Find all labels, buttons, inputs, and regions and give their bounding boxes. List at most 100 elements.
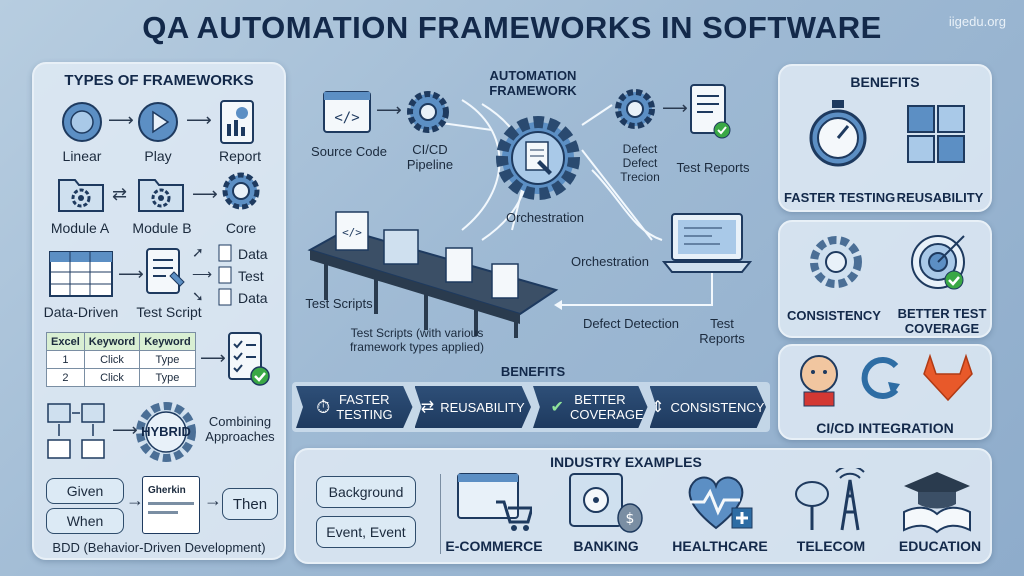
benefit-pill-reusability: ⇄ REUSABILITY — [414, 386, 531, 428]
module-b-folder-icon — [138, 179, 184, 212]
consistency-gear-icon — [810, 236, 862, 288]
spreadsheet-icon — [49, 251, 113, 297]
arrow-icon: → — [204, 490, 222, 510]
telecom-tower-icon — [795, 468, 865, 531]
industry-label-healthcare: HEALTHCARE — [672, 538, 768, 554]
stopwatch-icon — [809, 100, 867, 167]
test-doc-icon — [218, 266, 232, 284]
table-header-cell: Keyword — [83, 332, 141, 351]
data-driven-label: Data-Driven — [43, 304, 119, 320]
pill-label: BETTER COVERAGE — [569, 392, 644, 422]
target-icon — [911, 235, 965, 290]
arrow-icon: ⟶ — [376, 100, 402, 120]
graduation-book-icon — [903, 472, 971, 534]
arrow-icon: ⟶ — [200, 348, 226, 368]
reusability-label: REUSABILITY — [896, 190, 984, 205]
industry-panel: INDUSTRY EXAMPLES Background Event, Even… — [294, 448, 992, 564]
test-reports-bottom-label: Test Reports — [699, 316, 745, 346]
play-icon — [138, 102, 178, 142]
defect-gear-icon — [615, 89, 655, 129]
industry-label-ecommerce: E-COMMERCE — [445, 538, 543, 554]
when-step: When — [46, 508, 124, 534]
hybrid-modules-icon — [47, 403, 105, 459]
benefits-bar: ⏱ FASTER TESTING ⇄ REUSABILITY ✔ BETTER … — [292, 382, 770, 432]
core-label: Core — [225, 220, 257, 236]
brand-label: iigedu.org — [948, 14, 1006, 29]
benefit-pill-consistency: ⇕ CONSISTENCY — [649, 386, 767, 428]
module-a-folder-icon — [58, 179, 104, 212]
gherkin-lines — [148, 502, 194, 505]
given-step: Given — [46, 478, 124, 504]
table-cell: 1 — [46, 350, 85, 369]
framework-title: AUTOMATION FRAMEWORK — [489, 68, 577, 98]
event-step: Event, Event — [316, 516, 416, 548]
better-coverage-label: BETTER TEST COVERAGE — [897, 306, 987, 336]
faster-testing-label: FASTER TESTING — [784, 190, 896, 205]
cicd-integration-label: CI/CD INTEGRATION — [816, 420, 954, 436]
core-gear-icon — [222, 172, 260, 210]
bdd-label: BDD (Behavior-Driven Development) — [52, 540, 266, 555]
table-cell: Type — [139, 350, 196, 369]
consistency-label: CONSISTENCY — [787, 308, 881, 323]
checklist-icon — [228, 332, 270, 386]
svg-text:</>: </> — [334, 110, 359, 126]
keyword-table: Excel Keyword Keyword 1 Click Type 2 Cli… — [46, 332, 196, 387]
cicd-pipeline-label: CI/CD Pipeline — [406, 142, 454, 172]
bank-safe-icon: $ — [569, 473, 643, 533]
stopwatch-icon: ⏱ — [316, 396, 331, 417]
jenkins-icon — [800, 355, 838, 407]
vertical-arrows-icon: ⇕ — [651, 399, 665, 416]
pill-label: FASTER TESTING — [336, 392, 393, 422]
linear-label: Linear — [62, 148, 102, 164]
cicd-loop-icon — [861, 357, 900, 399]
center-benefits-title: BENEFITS — [500, 364, 566, 379]
industry-label-education: EDUCATION — [898, 538, 982, 554]
data-doc-icon — [218, 288, 232, 306]
data-doc-icon — [218, 244, 232, 262]
arrow-icon: ⟶ — [662, 98, 688, 118]
test-label: Test — [238, 268, 264, 284]
combining-label: Combining Approaches — [205, 414, 275, 444]
types-panel: TYPES OF FRAMEWORKS ⟶ ⟶ Linear Play Repo… — [32, 62, 286, 560]
test-script-label: Test Script — [136, 304, 202, 320]
source-code-label: Source Code — [311, 144, 387, 159]
defect-tag-label: Defect Defect Trecion — [620, 142, 660, 184]
benefits-panel: BENEFITS FASTER TESTING REUSABILITY — [778, 64, 992, 212]
arrow-icon: ⟶ — [192, 184, 218, 204]
benefit-pill-faster: ⏱ FASTER TESTING — [296, 386, 413, 428]
test-scripts-label: Test Scripts — [305, 296, 373, 311]
ecommerce-cart-icon — [457, 473, 532, 531]
arrow-icon: ➘ — [192, 288, 204, 304]
play-label: Play — [144, 148, 172, 164]
defect-detection-label: Defect Detection — [582, 316, 680, 331]
table-cell: Click — [83, 350, 141, 369]
hybrid-label: HYBRID — [141, 424, 191, 439]
test-reports-doc-icon — [690, 84, 731, 139]
divider — [440, 474, 441, 554]
then-step: Then — [222, 488, 278, 520]
industry-title: INDUSTRY EXAMPLES — [550, 454, 702, 470]
table-row: 2 Click Type — [46, 368, 196, 387]
laptop-dashboard-icon — [662, 213, 752, 273]
arrow-icon: ⇄ — [112, 184, 128, 204]
data-label: Data — [238, 290, 268, 306]
pill-label: REUSABILITY — [440, 399, 525, 415]
industry-label-telecom: TELECOM — [796, 538, 866, 554]
table-cell: Type — [139, 368, 196, 387]
background-step: Background — [316, 476, 416, 508]
report-icon — [220, 100, 254, 144]
table-cell: Click — [83, 368, 141, 387]
source-code-icon: </> — [323, 91, 371, 133]
gherkin-file: Gherkin — [142, 476, 200, 534]
table-header-row: Excel Keyword Keyword — [46, 332, 196, 351]
linear-icon — [62, 102, 102, 142]
hybrid-gear-icon — [136, 402, 196, 462]
arrow-icon: → — [126, 490, 144, 510]
benefits-title: BENEFITS — [850, 74, 920, 90]
svg-text:$: $ — [626, 511, 635, 527]
arrow-icon: ⟶ — [112, 420, 138, 440]
heart-cross-icon — [688, 476, 753, 530]
arrow-icon: ⟶ — [108, 110, 134, 130]
puzzle-icon — [907, 105, 965, 163]
consistency-coverage-panel: CONSISTENCY BETTER TEST COVERAGE — [778, 220, 992, 338]
